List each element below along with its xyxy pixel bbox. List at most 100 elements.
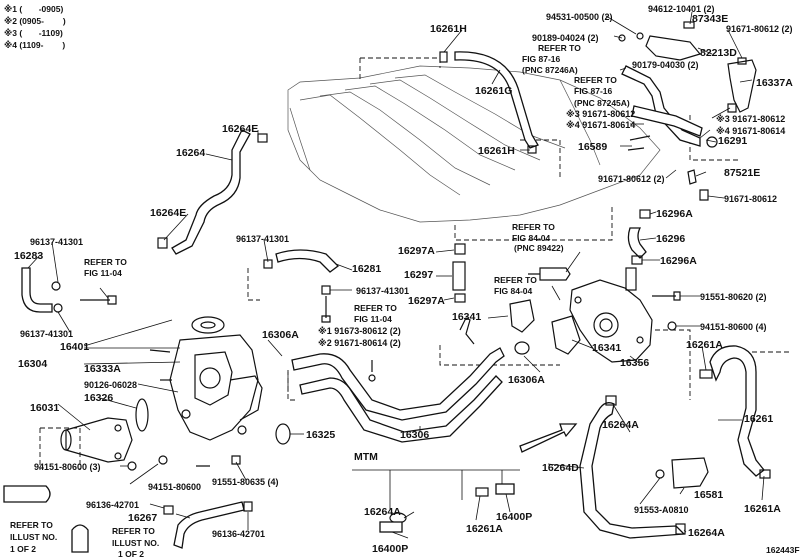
label-94612[interactable]: 94612-10401 (2) — [648, 4, 715, 14]
ref-8716b-line1[interactable]: REFER TO — [574, 75, 617, 85]
label-16264a-mid[interactable]: 16264A — [602, 419, 639, 431]
label-91551-top[interactable]: 91551-80620 (2) — [700, 292, 767, 302]
bolt-right — [699, 189, 709, 201]
nut-94151-left — [127, 461, 137, 471]
label-91671-top2[interactable]: 91671-80612 (2) — [726, 24, 793, 34]
ref-1104a-line2[interactable]: FIG 11-04 — [84, 268, 122, 278]
label-16291[interactable]: 16291 — [718, 135, 748, 147]
label-16341-b[interactable]: 16341 — [592, 342, 622, 354]
label-82213d[interactable]: 82213D — [700, 47, 737, 59]
label-16283[interactable]: 16283 — [14, 250, 44, 262]
label-96136-b[interactable]: 96136-42701 — [212, 529, 266, 539]
label-16306a-top[interactable]: 16306A — [262, 329, 299, 341]
label-96137-d[interactable]: 96137-41301 — [20, 329, 74, 339]
label-16267[interactable]: 16267 — [128, 512, 158, 524]
ref-1104b-line1[interactable]: REFER TO — [354, 303, 397, 313]
ref-8716a-line2[interactable]: FIG 87-16 — [522, 54, 561, 64]
label-16296[interactable]: 16296 — [656, 233, 686, 245]
label-3-91671-b[interactable]: ※3 91671-80612 — [716, 114, 786, 124]
label-16581[interactable]: 16581 — [694, 489, 724, 501]
hose-16283 — [21, 267, 53, 313]
label-16264[interactable]: 16264 — [176, 147, 206, 159]
label-91553[interactable]: 91553-A0810 — [634, 505, 689, 515]
label-4-91671-b[interactable]: ※4 91671-80614 — [716, 126, 786, 136]
label-3-91671-a[interactable]: ※3 91671-80612 — [566, 109, 636, 119]
ref-illust1-line3[interactable]: 1 OF 2 — [10, 544, 36, 554]
label-91671-right[interactable]: 91671-80612 — [724, 194, 778, 204]
label-16261g[interactable]: 16261G — [475, 85, 513, 97]
clamp-16261a-br — [759, 469, 771, 479]
clamp-16264e-mid — [157, 237, 168, 249]
ref-illust2-line3[interactable]: 1 OF 2 — [118, 549, 144, 559]
label-94151-left[interactable]: 94151-80600 (3) — [34, 462, 101, 472]
label-16297a-top[interactable]: 16297A — [398, 245, 435, 257]
label-16296a-top[interactable]: 16296A — [656, 208, 693, 220]
label-16264e-mid[interactable]: 16264E — [150, 207, 187, 219]
label-16261[interactable]: 16261 — [744, 413, 774, 425]
label-90126[interactable]: 90126-06028 — [84, 380, 138, 390]
ref-8716b-line2[interactable]: FIG 87-16 — [574, 86, 613, 96]
ref-1104b-line2[interactable]: FIG 11-04 — [354, 314, 392, 324]
label-91551-bot[interactable]: 91551-80635 (4) — [212, 477, 279, 487]
clamp-96137-left — [51, 281, 61, 291]
label-16333a[interactable]: 16333A — [84, 363, 121, 375]
label-16264d[interactable]: 16264D — [542, 462, 579, 474]
label-16281[interactable]: 16281 — [352, 263, 382, 275]
label-1-91673[interactable]: ※1 91673-80612 (2) — [318, 326, 401, 336]
ref-8404b-line2[interactable]: FIG 84-04 — [494, 286, 533, 296]
label-16261a-mtm[interactable]: 16261A — [466, 523, 503, 535]
label-16264a-bl[interactable]: 16264A — [364, 506, 401, 518]
ref-8716a-line3[interactable]: (PNC 87246A) — [522, 65, 578, 75]
ref-8404b-line1[interactable]: REFER TO — [494, 275, 537, 285]
label-90189[interactable]: 90189-04024 (2) — [532, 33, 599, 43]
label-16261h-top[interactable]: 16261H — [430, 23, 467, 35]
label-96137-c[interactable]: 96137-41301 — [356, 286, 410, 296]
label-16325[interactable]: 16325 — [306, 429, 336, 441]
stud-91551-bot — [196, 455, 241, 467]
ref-illust1-line1[interactable]: REFER TO — [10, 520, 53, 530]
label-2-91671[interactable]: ※2 91671-80614 (2) — [318, 338, 401, 348]
label-16401[interactable]: 16401 — [60, 341, 90, 353]
label-16264a-br[interactable]: 16264A — [688, 527, 725, 539]
label-16400p-b[interactable]: 16400P — [372, 543, 409, 555]
label-16297[interactable]: 16297 — [404, 269, 434, 281]
label-16261h-mid[interactable]: 16261H — [478, 145, 515, 157]
label-16297a-bot[interactable]: 16297A — [408, 295, 445, 307]
label-94531[interactable]: 94531-00500 (2) — [546, 12, 613, 22]
ref-1104a-line1[interactable]: REFER TO — [84, 257, 127, 267]
label-4-91671-a[interactable]: ※4 91671-80614 — [566, 120, 636, 130]
label-94151-right[interactable]: 94151-80600 (4) — [700, 322, 767, 332]
label-87521e[interactable]: 87521E — [724, 167, 761, 179]
label-96137-a[interactable]: 96137-41301 — [30, 237, 84, 247]
label-16264e-top[interactable]: 16264E — [222, 123, 259, 135]
label-16341-a[interactable]: 16341 — [452, 311, 482, 323]
label-16326[interactable]: 16326 — [84, 392, 114, 404]
label-90179[interactable]: 90179-04030 (2) — [632, 60, 699, 70]
label-16400p-a[interactable]: 16400P — [496, 511, 533, 523]
label-16306a-bot[interactable]: 16306A — [508, 374, 545, 386]
label-16356[interactable]: 16356 — [620, 357, 650, 369]
stub-pipe-left-2 — [71, 524, 89, 553]
label-16304[interactable]: 16304 — [18, 358, 48, 370]
label-96137-b[interactable]: 96137-41301 — [236, 234, 290, 244]
ref-8716b-line3[interactable]: (PNC 87245A) — [574, 98, 630, 108]
ref-8404a-line2[interactable]: FIG 84-04 — [512, 233, 551, 243]
label-16296a-bot[interactable]: 16296A — [660, 255, 697, 267]
label-16261a-br[interactable]: 16261A — [744, 503, 781, 515]
ref-8404a-line1[interactable]: REFER TO — [512, 222, 555, 232]
label-16031[interactable]: 16031 — [30, 402, 60, 414]
label-16589[interactable]: 16589 — [578, 141, 608, 153]
ref-illust1-line2[interactable]: ILLUST NO. — [10, 532, 58, 542]
ref-8716a-line1[interactable]: REFER TO — [538, 43, 581, 53]
label-16261a-top[interactable]: 16261A — [686, 339, 723, 351]
ref-illust2-line2[interactable]: ILLUST NO. — [112, 538, 160, 548]
label-16306[interactable]: 16306 — [400, 429, 430, 441]
ref-8404a-line3[interactable]: (PNC 89422) — [514, 243, 564, 253]
label-87343e[interactable]: 87343E — [692, 13, 729, 25]
label-16337a[interactable]: 16337A — [756, 77, 793, 89]
label-91671-mid2[interactable]: 91671-80612 (2) — [598, 174, 665, 184]
label-94151-bot[interactable]: 94151-80600 — [148, 482, 202, 492]
label-96136-a[interactable]: 96136-42701 — [86, 500, 140, 510]
bolt-91553 — [655, 469, 665, 479]
ref-illust2-line1[interactable]: REFER TO — [112, 526, 155, 536]
